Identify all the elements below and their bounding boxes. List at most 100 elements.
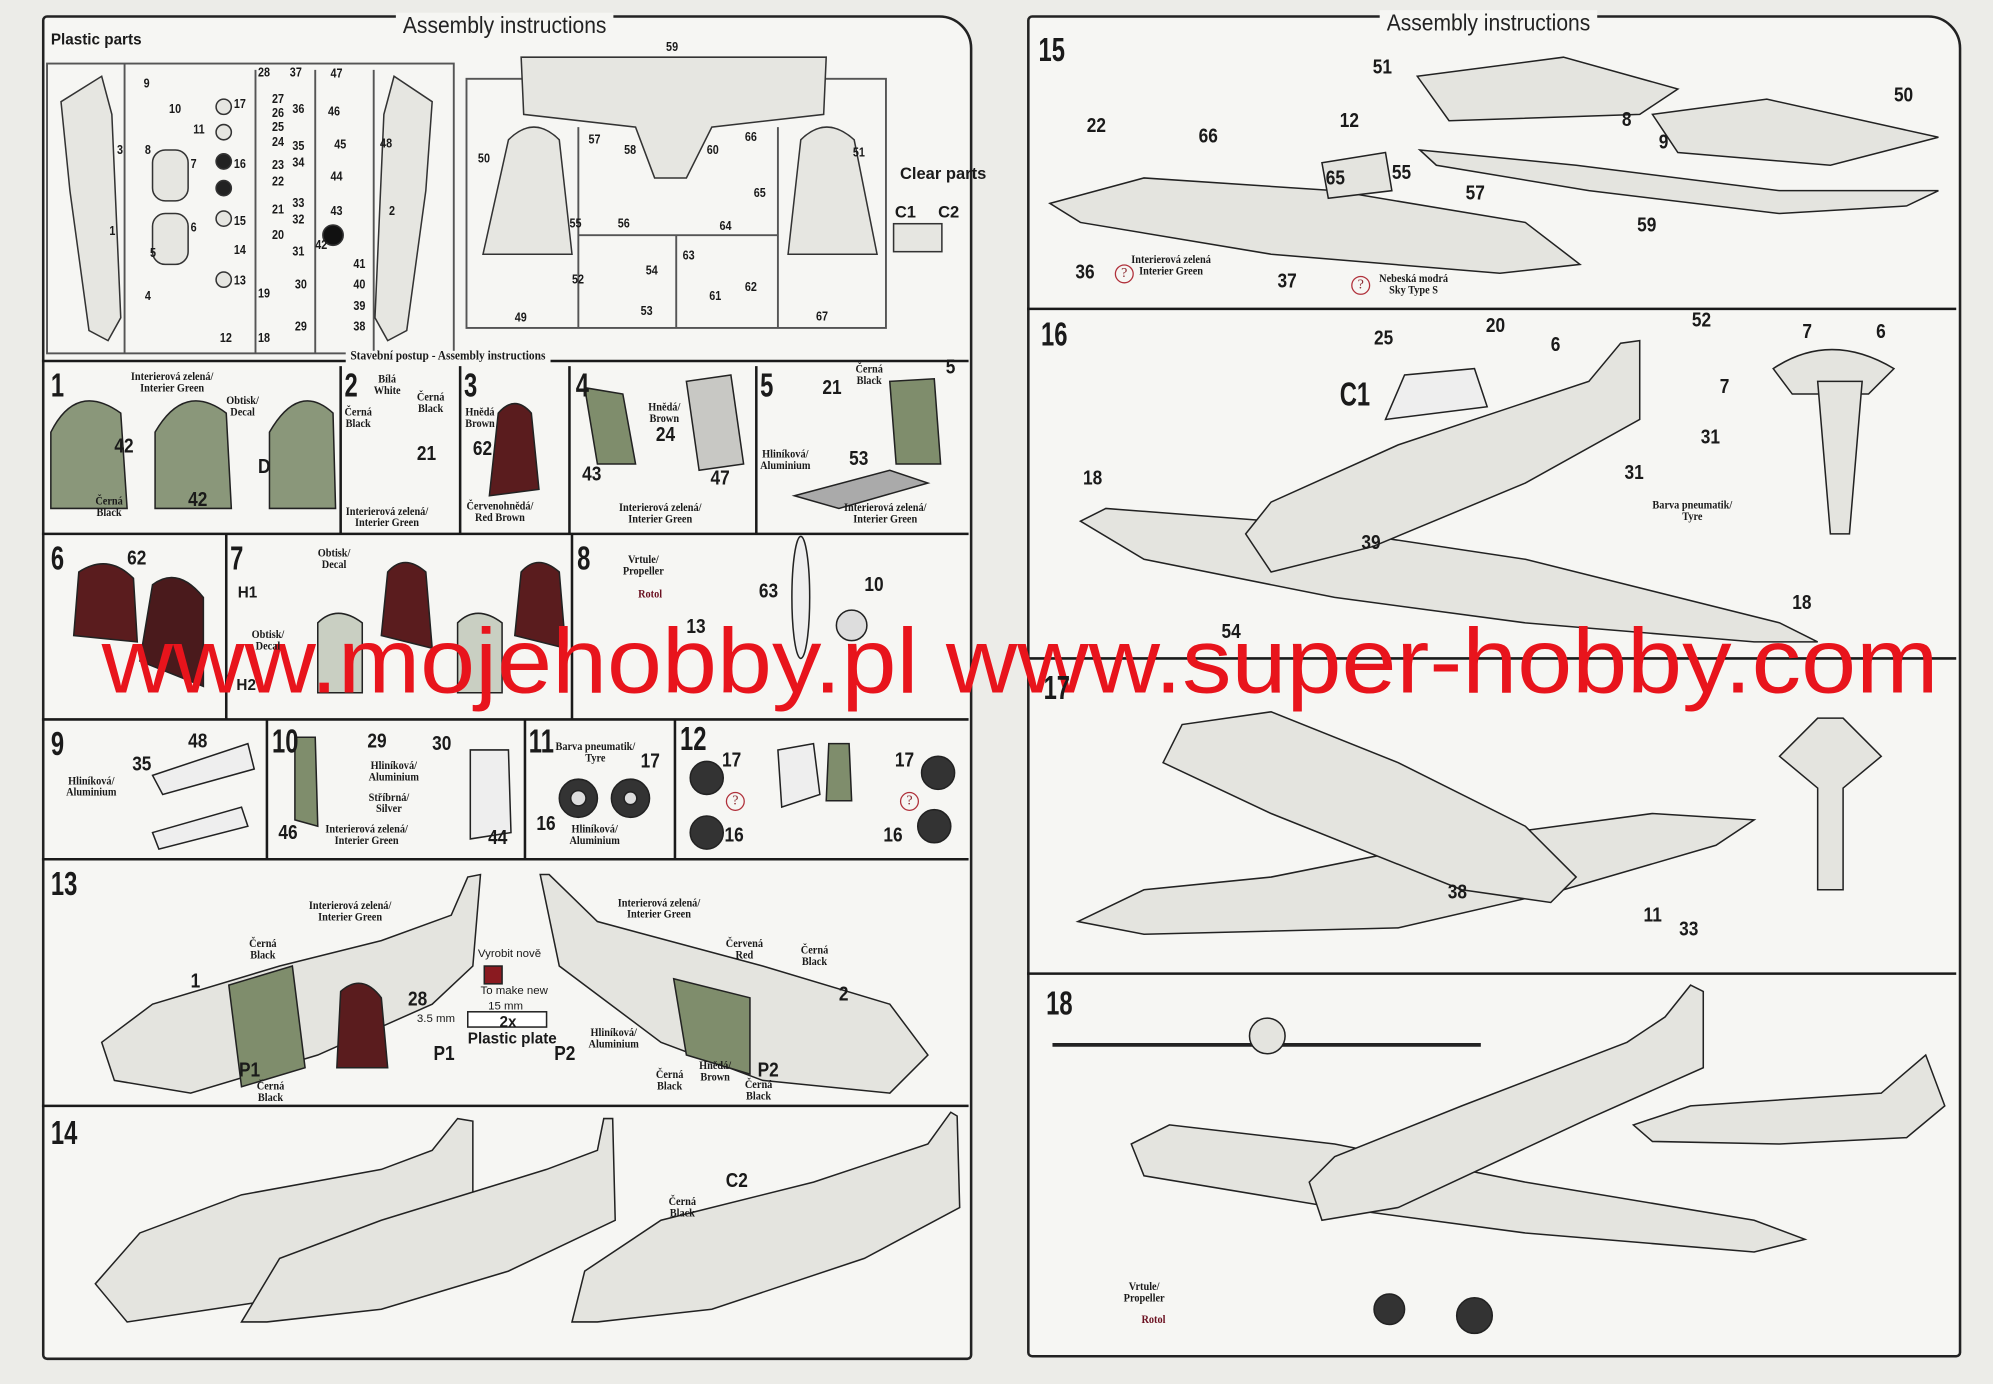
callout-label: Hliníková/ Aluminium <box>66 774 117 799</box>
part-number-label: 20 <box>1485 315 1506 337</box>
sprue-part-number: 4 <box>144 289 151 304</box>
sprue-part-number: 18 <box>258 331 271 346</box>
part-number-label: P2 <box>757 1060 779 1082</box>
part-number-label: C1 <box>1339 374 1371 414</box>
sprue-part-number: 25 <box>272 120 285 135</box>
sprue-part-number: 10 <box>169 102 182 117</box>
part-number-label: 3.5 mm <box>416 1011 456 1025</box>
part-number-label: 55 <box>1391 162 1412 185</box>
part-number-label: 21 <box>416 443 437 466</box>
part-number-label: To make new <box>480 983 548 997</box>
sprue-frames <box>46 62 887 355</box>
part-number-label: 12 <box>1339 110 1359 133</box>
sprue-part-number: 66 <box>744 130 757 145</box>
callout-label: Vrtule/ Propeller <box>1123 1279 1165 1305</box>
sprue-part-number: 23 <box>272 158 285 173</box>
sprue-part-number: 5 <box>149 246 156 261</box>
sprue-part-number: 49 <box>514 311 527 326</box>
sprue-part-number: 36 <box>292 102 305 117</box>
step-number-7: 7 <box>230 538 244 578</box>
sprue-part-number: 53 <box>640 305 653 320</box>
assembly-subtitle: Stavební postup - Assembly instructions <box>345 350 551 365</box>
sprue-part-number: 54 <box>645 264 658 279</box>
part-number-label: 51 <box>1372 57 1393 79</box>
sprue-part-number: 2 <box>388 204 395 219</box>
step-number-13: 13 <box>50 864 78 903</box>
step-number-17: 17 <box>1043 668 1071 707</box>
callout-label: Interierová zelená/ Interier Green <box>345 504 429 530</box>
callout-label: Černá Black <box>95 494 123 520</box>
callout-label: Obtisk/ Decal <box>226 394 259 419</box>
sprue-part-number: 43 <box>330 204 343 219</box>
callout-label: Hnědá Brown <box>465 405 495 431</box>
part-number-label: 44 <box>488 827 508 850</box>
part-number-label: 13 <box>686 616 706 639</box>
callout-label: Interierová zelená/ Interier Green <box>325 822 408 848</box>
part-number-label: 59 <box>1637 214 1657 237</box>
sprue-part-number: 21 <box>272 203 285 218</box>
part-number-label: 17 <box>894 749 915 772</box>
sprue-part-number: 57 <box>588 133 601 148</box>
sprue-part-number: 12 <box>219 331 232 346</box>
part-number-label: 35 <box>132 753 152 776</box>
part-number-label: 15 mm <box>488 999 524 1012</box>
callout-label: Hliníková/ Aluminium <box>368 758 419 784</box>
step-number-1: 1 <box>50 366 65 405</box>
part-number-label: 62 <box>127 547 147 570</box>
step-number-5: 5 <box>760 366 774 405</box>
part-number-label: 21 <box>822 377 842 400</box>
plastic-parts-heading: Plastic parts <box>50 30 142 49</box>
part-number-label: 37 <box>1277 270 1297 293</box>
question-mark-icon: ? <box>1114 264 1134 284</box>
part-number-label: 42 <box>188 489 208 511</box>
clear-parts-heading: Clear parts <box>899 163 987 184</box>
callout-label: Černá Black <box>655 1067 684 1093</box>
part-number-label: P1 <box>433 1043 455 1066</box>
callout-label: Vrtule/ Propeller <box>622 552 664 578</box>
callout-label: Interierová zelená/ Interier Green <box>130 369 214 395</box>
part-number-label: 5 <box>945 357 956 379</box>
part-number-label: 30 <box>432 733 452 756</box>
part-number-label: 62 <box>472 438 493 461</box>
part-number-label: H1 <box>237 583 258 602</box>
part-number-label: H2 <box>236 676 256 695</box>
callout-label: Hliníková/ Aluminium <box>760 447 811 473</box>
callout-label: Stříbrná/ Silver <box>368 790 410 816</box>
sprue-part-number: 39 <box>353 299 366 314</box>
callout-label: Černá Black <box>416 390 445 415</box>
sprue-part-number: 45 <box>334 138 347 153</box>
sprue-part-number: 40 <box>353 278 366 293</box>
sprue-part-number: 33 <box>292 197 305 212</box>
part-number-label: 25 <box>1374 327 1394 350</box>
part-number-label: 22 <box>1086 115 1107 138</box>
callout-label: Červenohnědá/ Red Brown <box>466 499 534 525</box>
part-number-label: 50 <box>1893 85 1914 107</box>
sprue-part-number: 51 <box>852 146 865 161</box>
callout-label: Černá Black <box>744 1077 773 1103</box>
step-number-2: 2 <box>344 366 358 405</box>
sprue-part-number: 7 <box>190 157 197 172</box>
sprue-part-number: 14 <box>233 244 246 259</box>
callout-label: Hnědá/ Brown <box>699 1058 732 1084</box>
part-number-label: 28 <box>408 988 428 1011</box>
sprue-part-number: 41 <box>353 258 366 273</box>
part-number-label: 2 <box>838 983 849 1006</box>
sprue-part-number: 9 <box>143 77 150 92</box>
sprue-part-number: 46 <box>327 105 340 120</box>
part-number-label: 6 <box>1876 321 1886 344</box>
question-mark-icon: ? <box>725 791 745 811</box>
callout-label: Interierová zelená/ Interier Green <box>617 896 701 921</box>
callout-label: Černá Black <box>668 1194 697 1220</box>
sprue-part-number: 24 <box>272 136 285 150</box>
part-number-label: 65 <box>1325 167 1345 190</box>
part-number-label: 11 <box>1643 905 1662 927</box>
question-mark-icon: ? <box>899 791 920 811</box>
sprue-part-number: 17 <box>233 97 246 112</box>
callout-label: Černá Black <box>855 362 883 387</box>
part-number-label: 63 <box>758 580 779 603</box>
part-number-label: 46 <box>278 822 298 845</box>
part-number-label: 33 <box>1679 919 1699 941</box>
step-number-11: 11 <box>528 721 554 761</box>
part-number-label: 7 <box>1802 321 1813 344</box>
part-number-label: 52 <box>1691 310 1712 332</box>
